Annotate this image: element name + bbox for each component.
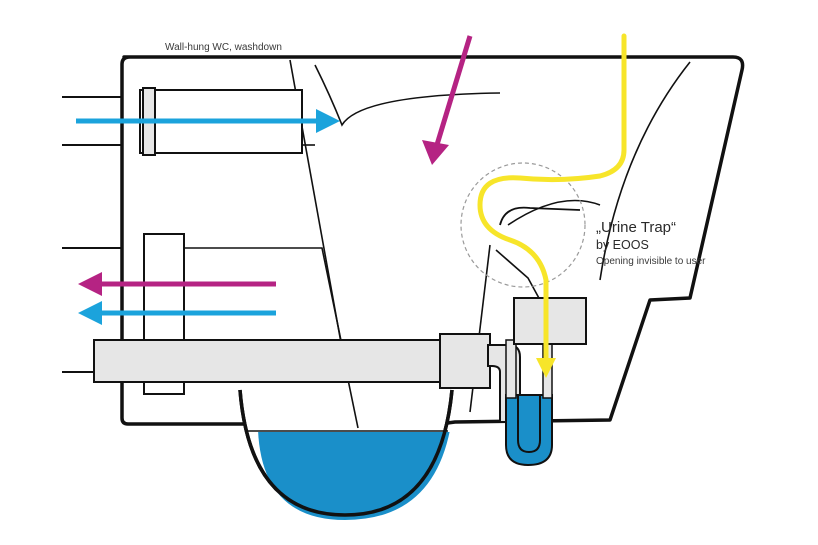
urine-trap-maker: by EOOS <box>596 238 649 252</box>
arrow-down-left-icon <box>422 140 449 165</box>
waste-arrows <box>78 35 473 296</box>
arrow-left-icon <box>78 272 102 296</box>
arrow-right-icon <box>316 109 340 133</box>
flush-arrows <box>76 109 340 325</box>
arrow-left-icon <box>78 301 102 325</box>
main-waste-pipe <box>93 333 521 423</box>
urine-flow <box>477 33 627 378</box>
urine-trap-highlight-circle <box>460 162 586 288</box>
urine-trap-label: „Urine Trap“ <box>596 219 677 236</box>
diagram-title: Wall-hung WC, washdown <box>165 42 282 53</box>
urine-guide-rim <box>499 206 581 226</box>
urine-trap-note: Opening invisible to user <box>596 256 706 267</box>
arrow-down-icon <box>536 358 556 378</box>
